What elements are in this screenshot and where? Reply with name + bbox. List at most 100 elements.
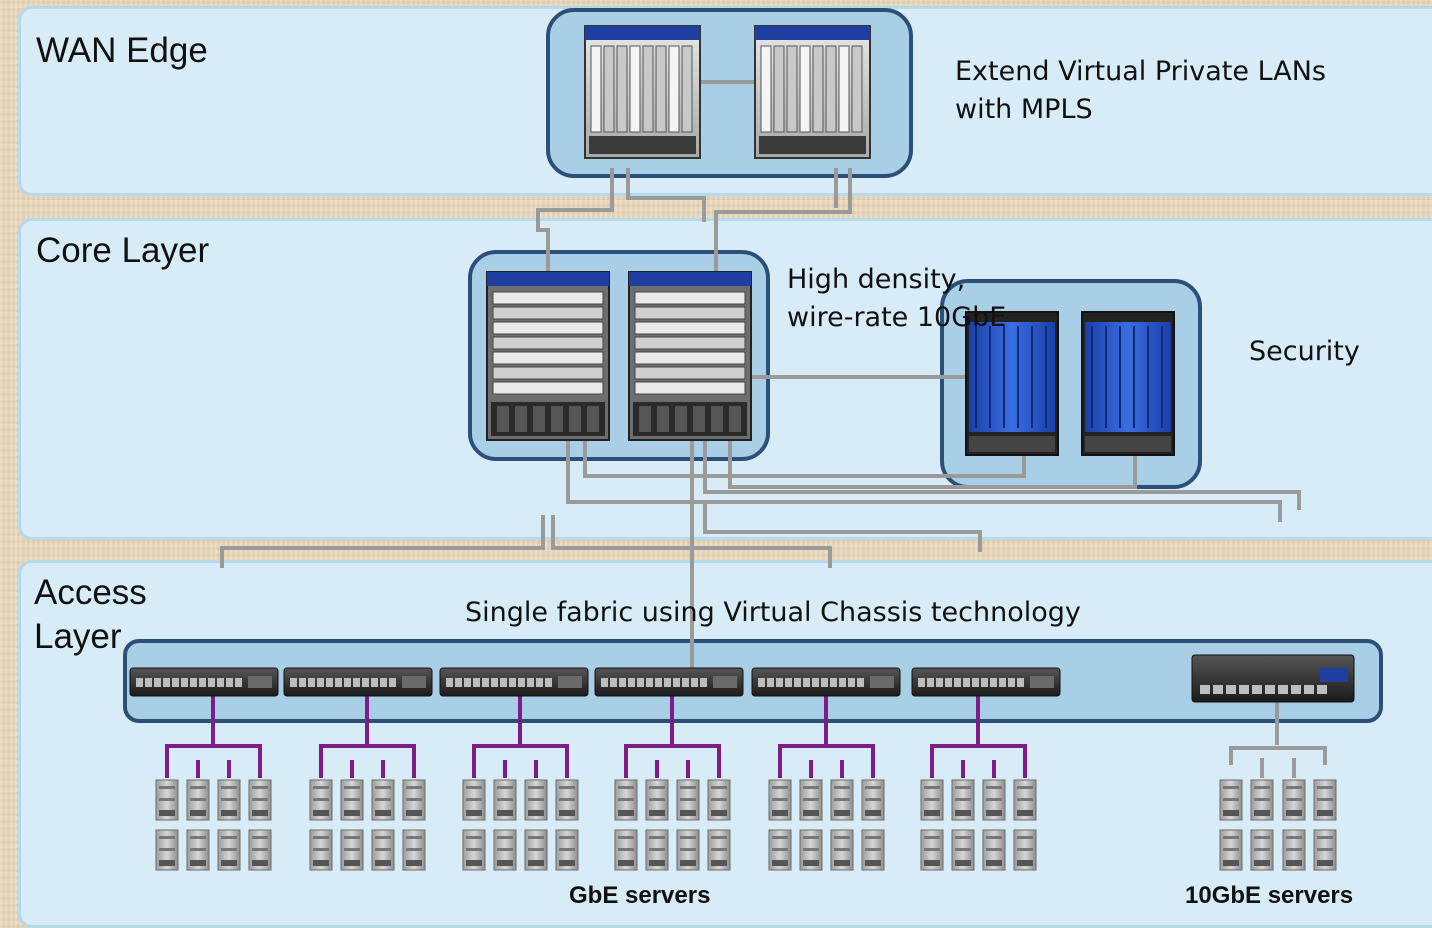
server-icon	[676, 779, 700, 821]
core-access-right	[703, 500, 982, 552]
server-link	[165, 744, 262, 778]
server-icon	[555, 829, 579, 871]
server-icon	[1282, 829, 1306, 871]
core-layer-title: Core Layer	[36, 231, 210, 270]
qfx-switch-icon	[1191, 654, 1355, 703]
server-icon	[524, 779, 548, 821]
core-security-link-1	[583, 440, 1026, 478]
access-layer-title-line2: Layer	[34, 617, 122, 656]
core-uplink-right-2	[566, 440, 1282, 522]
server-link	[930, 744, 1027, 778]
server-icon	[340, 829, 364, 871]
server-icon	[614, 779, 638, 821]
purple-server-links	[165, 696, 1027, 778]
server-icon	[493, 779, 517, 821]
server-icon	[155, 779, 179, 821]
wan-core-link-1	[536, 168, 614, 275]
srx-firewall-icon	[1081, 311, 1175, 456]
server-icon	[707, 779, 731, 821]
server-icon	[1219, 779, 1243, 821]
devices	[129, 25, 1355, 871]
server-icon	[707, 829, 731, 871]
gbe-servers-label: GbE servers	[569, 882, 711, 909]
density-note-line2: wire-rate 10GbE	[787, 302, 1007, 333]
server-link	[624, 744, 721, 778]
tengbe-servers-label: 10GbE servers	[1185, 882, 1354, 909]
core-access-left	[220, 515, 545, 568]
server-icon	[920, 829, 944, 871]
server-icon	[861, 779, 885, 821]
server-icon	[155, 829, 179, 871]
server-icon	[402, 829, 426, 871]
server-icon	[799, 779, 823, 821]
server-icon	[830, 829, 854, 871]
mpls-note-line2: with MPLS	[955, 94, 1093, 125]
server-icon	[248, 779, 272, 821]
server-icon	[982, 829, 1006, 871]
server-icon	[309, 829, 333, 871]
server-icon	[493, 829, 517, 871]
server-icon	[676, 829, 700, 871]
server-icon	[462, 829, 486, 871]
tengbe-server-bus	[1229, 746, 1327, 765]
server-icon	[614, 829, 638, 871]
server-link	[778, 744, 875, 778]
server-icon	[830, 779, 854, 821]
ex4200-switch-icon	[594, 667, 744, 697]
server-icon	[217, 779, 241, 821]
server-icon	[217, 829, 241, 871]
wan-core-link-3	[714, 168, 852, 275]
server-icon	[371, 779, 395, 821]
server-icon	[1013, 829, 1037, 871]
ex8200-switch-icon	[628, 271, 752, 441]
server-icon	[1282, 779, 1306, 821]
server-icon	[1313, 779, 1337, 821]
security-note: Security	[1249, 336, 1360, 367]
mx-router-icon	[584, 25, 701, 159]
server-link	[319, 744, 416, 778]
density-note-line1: High density,	[787, 264, 966, 295]
server-icon	[402, 779, 426, 821]
server-icon	[982, 779, 1006, 821]
server-icon	[340, 779, 364, 821]
server-icon	[1313, 829, 1337, 871]
ex8200-switch-icon	[486, 271, 610, 441]
server-icon	[1250, 829, 1274, 871]
server-icon	[371, 829, 395, 871]
ex4200-switch-icon	[283, 667, 433, 697]
core-security-link-2	[728, 440, 1137, 489]
wan-edge-title: WAN Edge	[36, 31, 208, 70]
server-icon	[768, 829, 792, 871]
server-icon	[799, 829, 823, 871]
server-icon	[1013, 779, 1037, 821]
mpls-note-line1: Extend Virtual Private LANs	[955, 56, 1326, 87]
server-icon	[186, 829, 210, 871]
server-icon	[645, 829, 669, 871]
core-uplink-right-1	[703, 440, 1301, 510]
gray-links	[220, 80, 1327, 778]
fabric-note: Single fabric using Virtual Chassis tech…	[465, 597, 1081, 628]
ex4200-switch-icon	[439, 667, 589, 697]
server-icon	[186, 779, 210, 821]
server-icon	[1219, 829, 1243, 871]
srx-firewall-icon	[965, 311, 1059, 456]
server-icon	[861, 829, 885, 871]
access-layer-title-line1: Access	[34, 573, 147, 612]
mx-router-icon	[754, 25, 871, 159]
wan-core-link-2	[626, 168, 706, 222]
server-icon	[920, 779, 944, 821]
server-icon	[555, 779, 579, 821]
server-icon	[524, 829, 548, 871]
server-icon	[645, 779, 669, 821]
ex4200-switch-icon	[751, 667, 901, 697]
server-icon	[951, 779, 975, 821]
server-icon	[768, 779, 792, 821]
ex4200-switch-icon	[129, 667, 279, 697]
ex4200-switch-icon	[911, 667, 1061, 697]
server-link	[472, 744, 569, 778]
server-icon	[248, 829, 272, 871]
server-icon	[309, 779, 333, 821]
server-icon	[1250, 779, 1274, 821]
server-icon	[462, 779, 486, 821]
